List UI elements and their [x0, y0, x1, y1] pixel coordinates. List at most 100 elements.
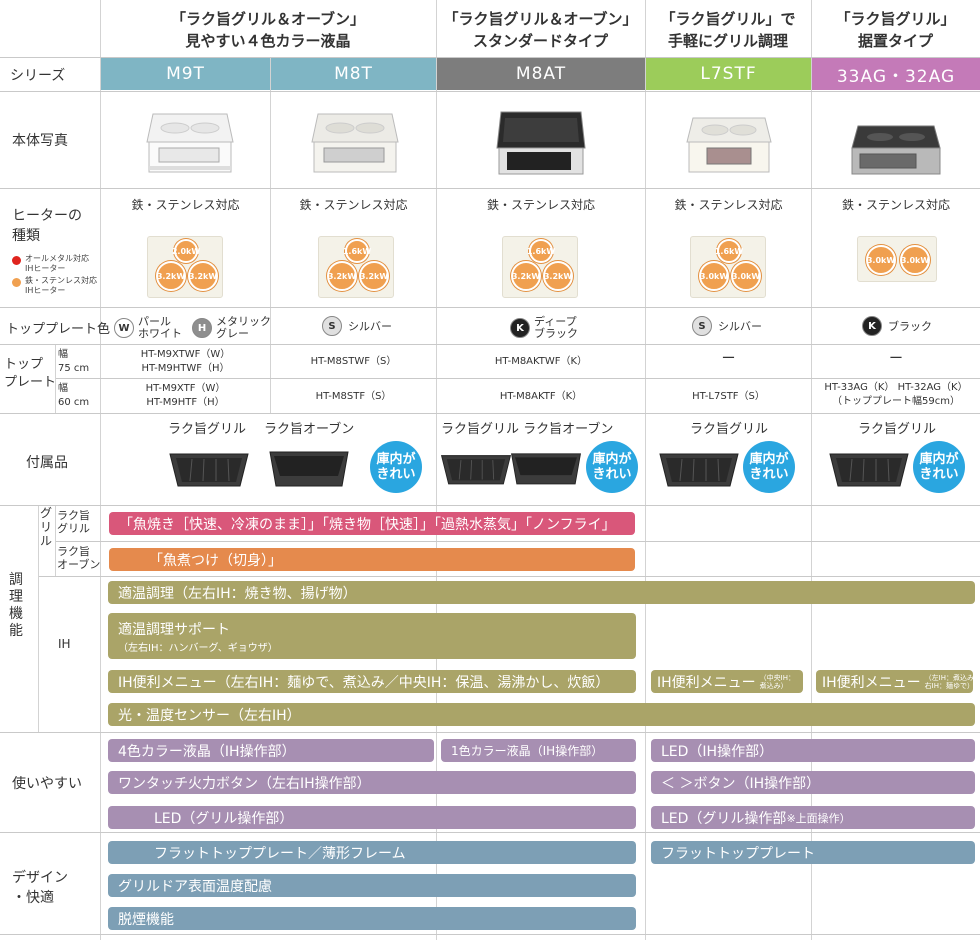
color-m8a-black: K ディープブラック — [510, 316, 578, 340]
series-m9t: M9T — [101, 58, 270, 90]
heater-type-m8t: 鉄・ステンレス対応 — [299, 198, 408, 212]
model75-m8a: HT-M8AKTWF（K） — [494, 356, 588, 367]
heater-burner-left: 3.2kW — [327, 261, 357, 291]
accessory-ag-label: ラク旨グリル — [858, 422, 937, 437]
feature-convenience-ag: IH便利メニュー （左IH：煮込み右IH：麺ゆで） — [816, 670, 973, 693]
clean-badge-icon: 庫内がきれい — [913, 441, 965, 493]
product-photo-ag — [851, 125, 941, 175]
heater-type-l7stf: 鉄・ステンレス対応 — [674, 198, 783, 212]
header-m8a: 「ラク旨グリル＆オーブン」 スタンダードタイプ — [443, 10, 638, 50]
color-gray-swatch-icon: H — [192, 318, 212, 338]
color-silver-swatch-icon: S — [322, 316, 342, 336]
heater-burner-left: 3.2kW — [511, 261, 541, 291]
row-label-heater: ヒーターの 種類 — [12, 208, 82, 244]
oven-tray-image — [511, 453, 581, 485]
feature-one-touch: ワンタッチ火力ボタン（左右IH操作部） — [108, 771, 636, 794]
feature-lcd4: 4色カラー液晶（IH操作部） — [108, 739, 434, 762]
grill-tray-image — [440, 455, 512, 485]
heater-burner-left: 3.0kW — [699, 261, 729, 291]
header-l7: 「ラク旨グリル」で 手軽にグリル調理 — [660, 10, 796, 50]
color-silver-swatch-icon: S — [692, 316, 712, 336]
steel-dot-icon — [12, 278, 21, 287]
allmetal-dot-icon — [12, 256, 21, 265]
heater-layout-l7stf: 1.6kW 3.0kW 3.0kW — [690, 236, 766, 298]
sub-label-ih: IH — [58, 637, 71, 651]
row-label-series: シリーズ — [10, 68, 66, 84]
feature-flat-thin: フラットトッププレート／薄形フレーム — [108, 841, 636, 864]
sub-label-grill-item: ラク旨 グリル — [57, 509, 90, 535]
color-white-swatch-icon: W — [114, 318, 134, 338]
grill-tray-image — [169, 453, 249, 487]
feature-flat: フラットトッププレート — [651, 841, 975, 864]
clean-badge-icon: 庫内がきれい — [586, 441, 638, 493]
feature-oven-modes: 「魚煮つけ（切身）」 — [109, 548, 635, 571]
accessory-oven-label: ラク旨オーブン — [264, 422, 355, 437]
width-75-label: 幅 75 cm — [58, 349, 90, 374]
color-m9-gray: H メタリックグレー — [192, 316, 271, 340]
heater-burner-top: 2.0kW — [172, 239, 200, 263]
grill-tray-image — [829, 453, 909, 487]
color-m9-white: W パールホワイト — [114, 316, 182, 340]
model60-m8a: HT-M8AKTF（K） — [499, 391, 583, 402]
row-label-photo: 本体写真 — [12, 133, 68, 149]
color-m8-silver: S シルバー — [322, 316, 392, 336]
width-60-label: 幅 60 cm — [58, 383, 90, 408]
color-ag-black: K ブラック — [862, 316, 932, 336]
heater-burner-top: 1.6kW — [343, 239, 371, 263]
grill-tray-image — [659, 453, 739, 487]
feature-temp-support: 適温調理サポート （左右IH：ハンバーグ、ギョウザ） — [108, 613, 636, 659]
clean-badge-icon: 庫内がきれい — [743, 441, 795, 493]
feature-door-temp: グリルドア表面温度配慮 — [108, 874, 636, 897]
feature-convenience-l7: IH便利メニュー （中央IH：煮込み） — [651, 670, 803, 693]
model60-l7: HT-L7STF（S） — [692, 391, 765, 402]
heater-type-m9t: 鉄・ステンレス対応 — [131, 198, 240, 212]
heater-layout-ag: 3.0kW 3.0kW — [857, 236, 937, 282]
heater-burner-right: 3.2kW — [188, 261, 218, 291]
model75-m9: HT-M9XTWF（W） HT-M9HTWF（H） — [140, 349, 231, 374]
heater-layout-m8at: 1.6kW 3.2kW 3.2kW — [502, 236, 578, 298]
row-label-accessories: 付属品 — [26, 455, 68, 471]
feature-led-grill: LED（グリル操作部） — [108, 806, 636, 829]
heater-burner-top: 1.6kW — [715, 239, 743, 263]
feature-grill-modes: 「魚焼き［快速、冷凍のまま］」「焼き物［快速］」「過熱水蒸気」「ノンフライ」 — [109, 512, 635, 535]
header-ag: 「ラク旨グリル」 据置タイプ — [835, 10, 956, 50]
row-label-usability: 使いやすい — [12, 776, 82, 792]
series-m8t: M8T — [271, 58, 436, 90]
feature-lcd1: 1色カラー液晶（IH操作部） — [441, 739, 636, 762]
model75-m8: HT-M8STWF（S） — [310, 356, 397, 367]
heater-layout-m8t: 1.6kW 3.2kW 3.2kW — [318, 236, 394, 298]
heater-burner-right: 3.2kW — [359, 261, 389, 291]
product-photo-m8t — [311, 113, 399, 173]
row-label-cooking: 調 理 機 能 — [9, 572, 23, 639]
color-l7-silver: S シルバー — [692, 316, 762, 336]
feature-sensor: 光・温度センサー（左右IH） — [108, 703, 975, 726]
product-photo-m8at — [496, 111, 586, 175]
row-label-top-color: トッププレート色 — [6, 322, 111, 337]
feature-convenience-menu: IH便利メニュー（左右IH：麺ゆで、煮込み／中央IH：保温、湯沸かし、炊飯） — [108, 670, 636, 693]
sub-label-grill: グ リ ル — [40, 506, 53, 548]
feature-led-grill-l7: LED（グリル操作部 ※上面操作） — [651, 806, 975, 829]
series-l7stf: L7STF — [646, 58, 811, 90]
clean-badge-icon: 庫内がきれい — [370, 441, 422, 493]
product-photo-m9t — [146, 113, 234, 173]
feature-led-ih: LED（IH操作部） — [651, 739, 975, 762]
accessory-l7-label: ラク旨グリル — [690, 422, 769, 437]
header-m9-m8: 「ラク旨グリル＆オーブン」 見やすい４色カラー液晶 — [170, 10, 366, 50]
color-black-swatch-icon: K — [510, 318, 530, 338]
heater-burner-right: 3.2kW — [543, 261, 573, 291]
heater-burner-right: 3.0kW — [731, 261, 761, 291]
heater-layout-m9t: 2.0kW 3.2kW 3.2kW — [147, 236, 223, 298]
model60-ag: HT-33AG（K） HT-32AG（K） （トッププレート幅59cm） — [824, 382, 968, 407]
row-label-top-plate: トップ プレート — [4, 357, 57, 390]
heater-burner-left: 3.2kW — [156, 261, 186, 291]
sub-label-oven-item: ラク旨 オーブン — [57, 545, 101, 571]
heater-burner-right: 3.0kW — [900, 245, 930, 275]
model60-m8: HT-M8STF（S） — [315, 391, 392, 402]
series-ag: 33AG・32AG — [812, 58, 980, 90]
model75-ag: ー — [889, 351, 903, 367]
accessory-m8a-label: ラク旨グリル ラク旨オーブン — [441, 422, 614, 437]
heater-type-m8at: 鉄・ステンレス対応 — [486, 198, 595, 212]
color-black-swatch-icon: K — [862, 316, 882, 336]
heater-type-ag: 鉄・ステンレス対応 — [841, 198, 950, 212]
